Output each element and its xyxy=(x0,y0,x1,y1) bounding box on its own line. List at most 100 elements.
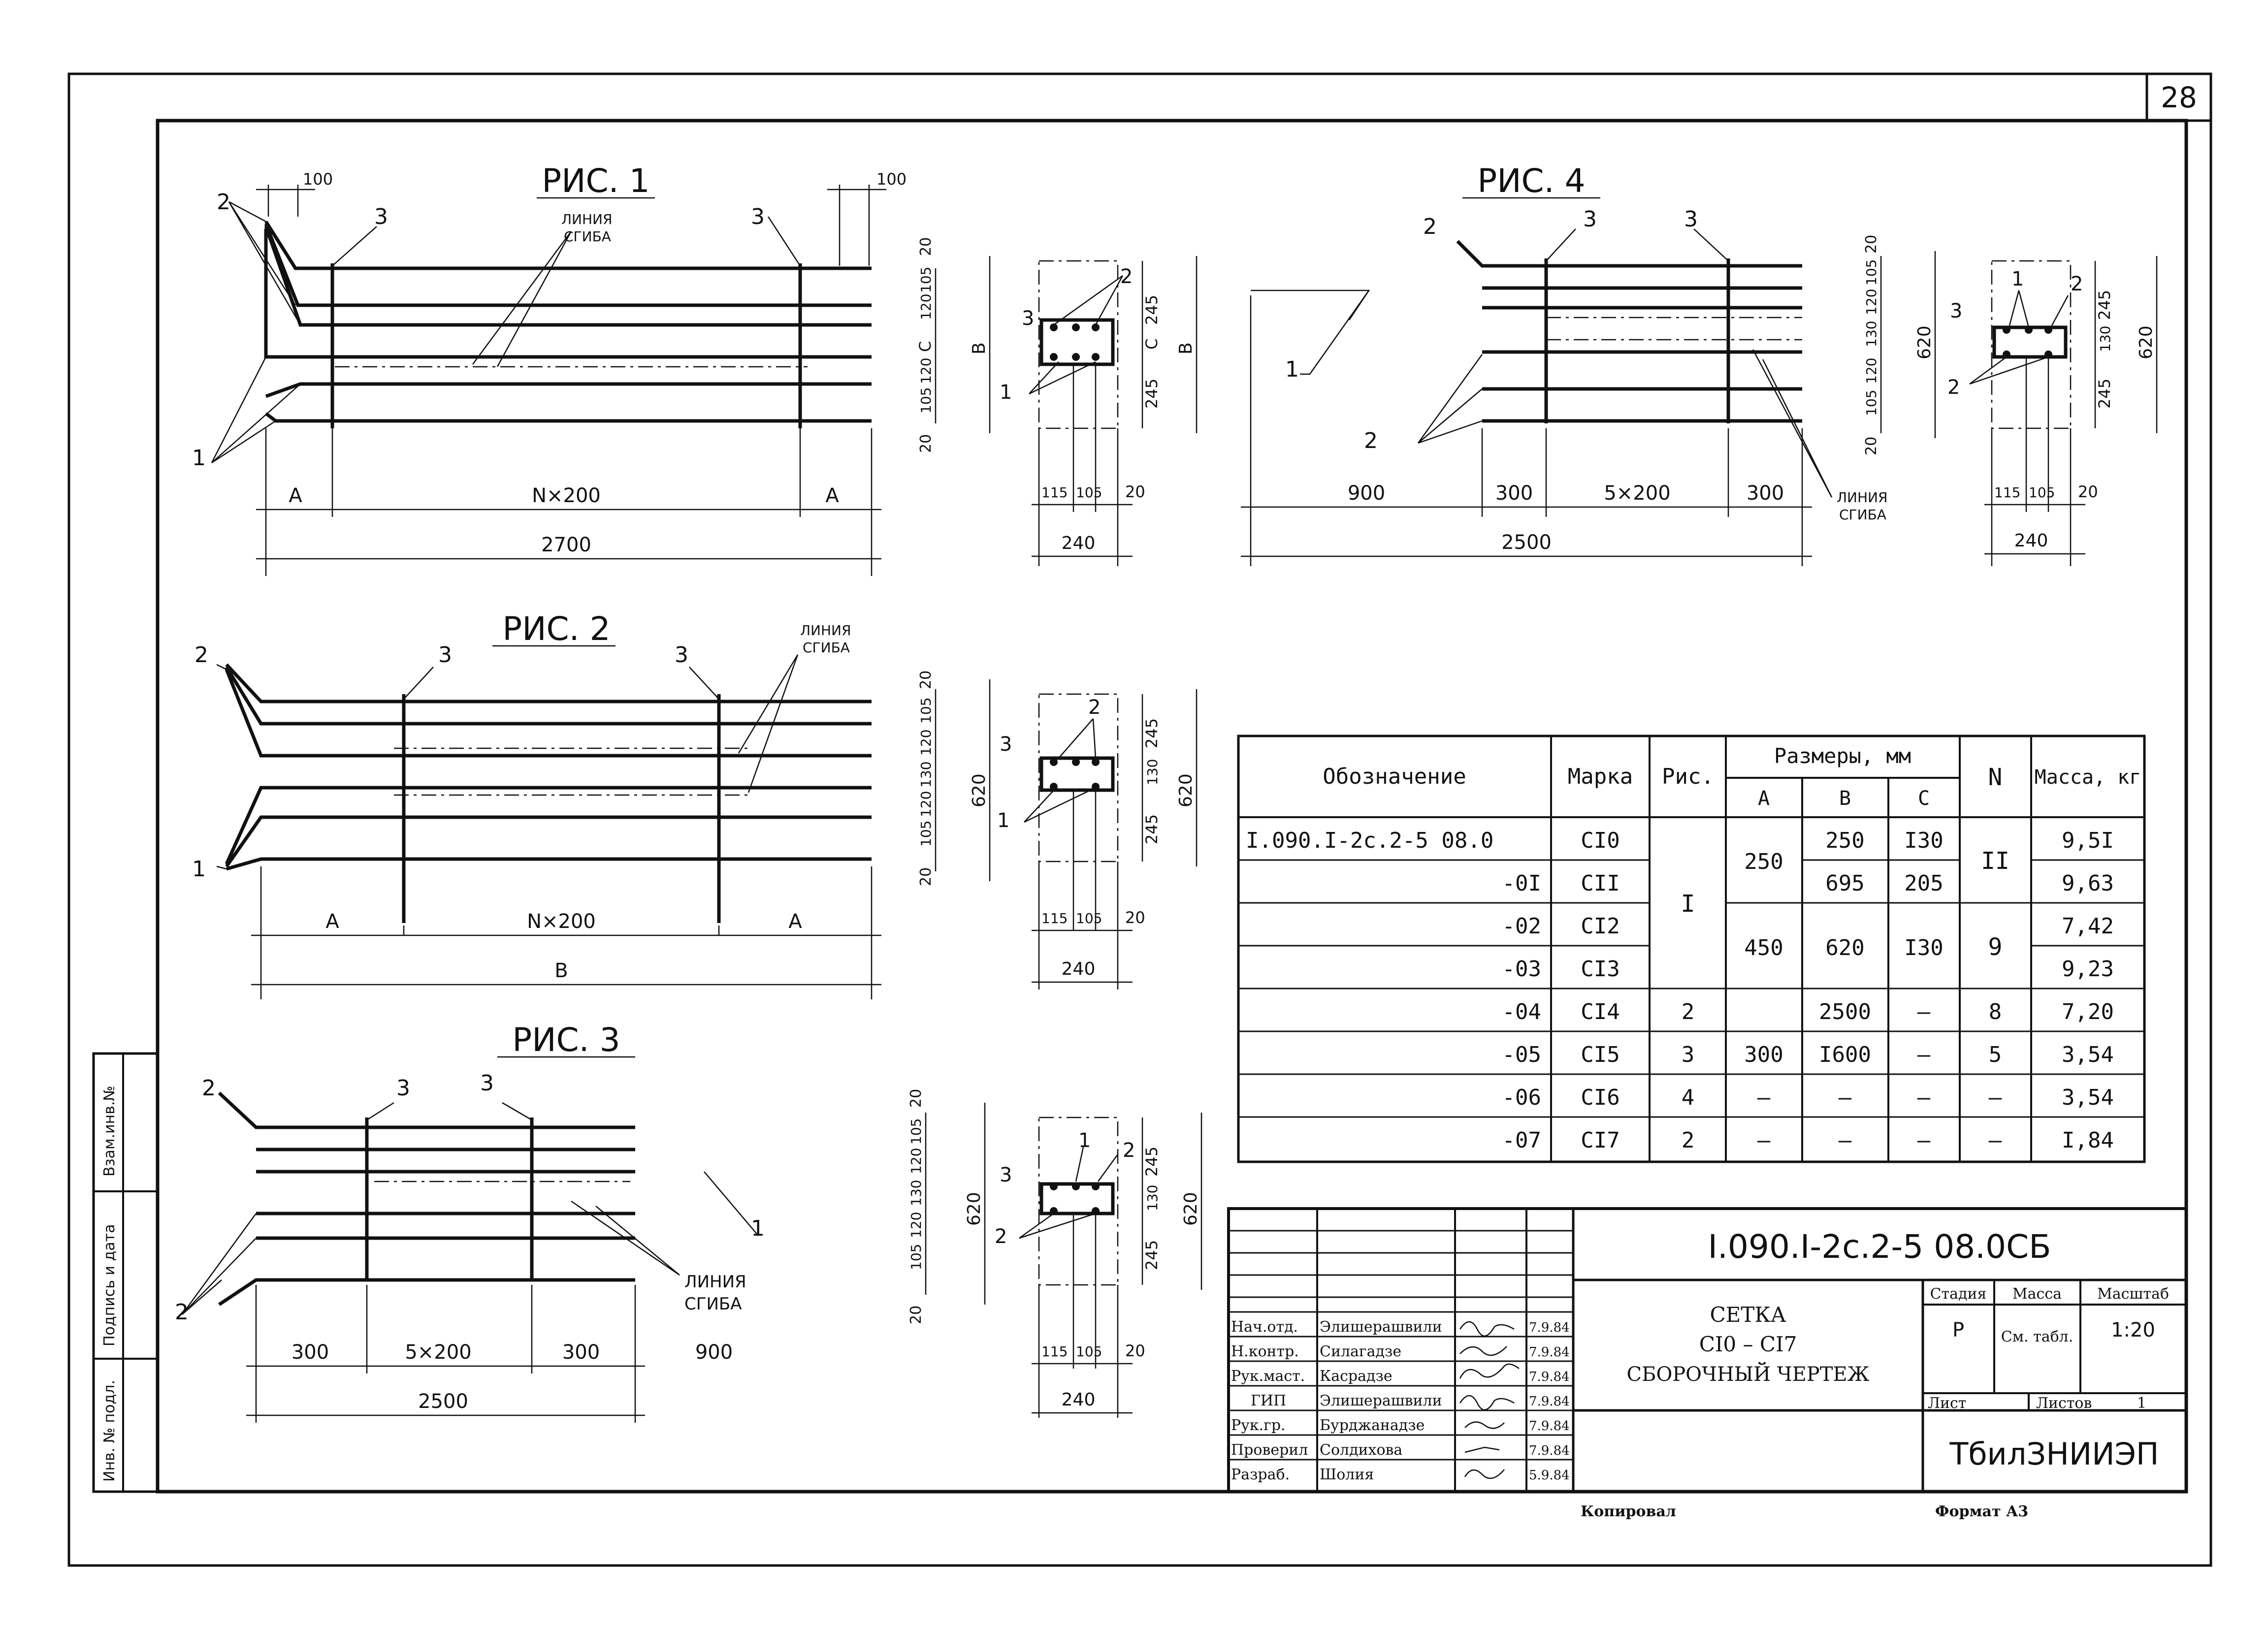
spec-merged-c-130: I30 xyxy=(1904,935,1943,960)
spec-row-0-c: I30 xyxy=(1904,828,1943,853)
spec-row-2-designation: -02 xyxy=(1502,914,1541,939)
spec-row-5-n: 5 xyxy=(1989,1042,2002,1067)
fig1-bend-1: ЛИНИЯ xyxy=(561,211,612,227)
fig1-sec-right-c: C xyxy=(1142,339,1161,350)
fig3-marker-1: 1 xyxy=(751,1216,765,1241)
fig4-side-20a: 20 xyxy=(1863,235,1880,254)
fig3-sec-marker-3: 3 xyxy=(1000,1164,1012,1186)
fig4-side-120b: 120 xyxy=(1863,358,1879,384)
fig2-side-105b: 105 xyxy=(918,821,934,847)
figure-3-title: РИС. 3 xyxy=(512,1021,620,1059)
spec-row-2-mass: 7,42 xyxy=(2062,914,2114,939)
fig1-side-105a: 105 xyxy=(918,267,934,293)
side-stamp-inv-original: Инв. № подл. xyxy=(101,1380,118,1482)
fig3-sec-marker-2b: 2 xyxy=(995,1225,1007,1248)
fig2-side-130: 130 xyxy=(918,762,934,788)
spec-header-mass: Масса, кг xyxy=(2035,766,2141,789)
fig3-sec-right-total: 620 xyxy=(1181,1192,1201,1226)
figure-1: РИС. 1 2 1 3 3 ЛИНИЯ СГИБА 100 xyxy=(192,162,1198,576)
fig4-sec-right-245a: 245 xyxy=(2095,290,2114,320)
fig2-side-20a: 20 xyxy=(917,670,935,689)
format-label: Формат А3 xyxy=(1935,1503,2028,1520)
fig4-dim-300b: 300 xyxy=(1747,482,1784,505)
fig3-bend-2: СГИБА xyxy=(684,1294,742,1314)
fig4-sec-bottom-20: 20 xyxy=(2078,482,2098,501)
fig1-sec-marker-2: 2 xyxy=(1120,265,1133,288)
fig4-side-130: 130 xyxy=(1863,321,1879,347)
fig3-marker-2b: 2 xyxy=(175,1300,189,1325)
signature-name-0: Элишерашвили xyxy=(1320,1318,1442,1336)
fig1-side-120a: 120 xyxy=(918,294,934,320)
fig2-sec-marker-1: 1 xyxy=(997,809,1009,832)
figure-1-title: РИС. 1 xyxy=(542,162,649,200)
signature-role-5: Проверил xyxy=(1231,1441,1308,1459)
fig4-sec-bottom-115: 115 xyxy=(1994,484,2020,501)
signature-role-3: ГИП xyxy=(1251,1392,1286,1409)
fig1-sec-marker-1: 1 xyxy=(1000,381,1012,404)
fig1-sec-bottom-115: 115 xyxy=(1041,484,1068,501)
fig4-sec-right-130: 130 xyxy=(2097,326,2113,352)
spec-row-1-c: 205 xyxy=(1904,871,1943,896)
spec-row-0-mass: 9,5I xyxy=(2062,828,2114,853)
fig3-sec-marker-2a: 2 xyxy=(1123,1139,1135,1162)
fig4-marker-3b: 3 xyxy=(1684,207,1698,232)
title-block-org: ТбилЗНИИЭП xyxy=(1949,1436,2159,1472)
fig4-sec-width: 240 xyxy=(2014,531,2048,551)
spec-row-7-a: – xyxy=(1757,1128,1771,1153)
fig2-sec-width: 240 xyxy=(1062,959,1096,979)
fig2-bend-1: ЛИНИЯ xyxy=(800,622,851,638)
fig2-sec-right-245b: 245 xyxy=(1142,814,1161,844)
spec-row-6-mass: 3,54 xyxy=(2062,1085,2114,1110)
fig3-side-130: 130 xyxy=(908,1180,924,1206)
spec-row-5-b: I600 xyxy=(1819,1042,1871,1067)
side-stamp-sign-date: Подпись и дата xyxy=(101,1224,118,1347)
title-block-mass-label: Масса xyxy=(2012,1285,2062,1303)
figure-2-title: РИС. 2 xyxy=(502,610,610,648)
title-block-stage-label: Стадия xyxy=(1930,1285,1987,1303)
spec-merged-a-250: 250 xyxy=(1744,849,1783,874)
fig4-sec-marker-3: 3 xyxy=(1950,300,1962,322)
fig3-dim-900: 900 xyxy=(695,1341,733,1364)
spec-row-6-mark: CI6 xyxy=(1581,1085,1620,1110)
fig4-sec-right-total: 620 xyxy=(2136,325,2156,359)
spec-row-6-c: – xyxy=(1917,1085,1931,1110)
sheet-number-box xyxy=(2145,72,2212,122)
spec-row-6-designation: -06 xyxy=(1502,1085,1541,1110)
spec-row-7-designation: -07 xyxy=(1502,1128,1541,1153)
fig1-marker-3a: 3 xyxy=(374,204,388,229)
fig1-side-20b: 20 xyxy=(917,434,935,453)
fig2-total: B xyxy=(554,959,568,982)
spec-header-c: C xyxy=(1918,787,1930,810)
fig2-marker-3b: 3 xyxy=(675,642,688,668)
spec-row-4-mark: CI4 xyxy=(1581,999,1620,1024)
title-block-name-1: СЕТКА xyxy=(1710,1303,1786,1327)
fig2-side-20b: 20 xyxy=(917,867,935,886)
fig1-top-dim-2: 100 xyxy=(876,170,907,189)
spec-row-6-a: – xyxy=(1757,1085,1771,1110)
fig2-sec-marker-2: 2 xyxy=(1088,696,1101,719)
spec-row-2-mark: CI2 xyxy=(1581,914,1620,939)
spec-row-7-mass: I,84 xyxy=(2062,1128,2114,1153)
fig3-total: 2500 xyxy=(418,1390,468,1413)
spec-row-5-mass: 3,54 xyxy=(2062,1042,2114,1067)
fig2-sec-right-130: 130 xyxy=(1144,759,1161,785)
fig4-side-105a: 105 xyxy=(1863,259,1879,286)
fig4-marker-2a: 2 xyxy=(1423,214,1437,239)
title-block-stage: Р xyxy=(1952,1319,1964,1341)
fig3-sec-bottom-20: 20 xyxy=(1125,1341,1145,1360)
fig3-side-120b: 120 xyxy=(908,1212,924,1238)
fig4-dim-900: 900 xyxy=(1348,482,1385,505)
spec-row-3-mark: CI3 xyxy=(1581,957,1620,982)
fig3-marker-3a: 3 xyxy=(396,1076,410,1101)
fig1-dim-a1: A xyxy=(289,484,302,507)
fig3-side-20b: 20 xyxy=(907,1306,925,1324)
fig1-marker-1: 1 xyxy=(192,446,206,471)
fig3-sec-marker-1: 1 xyxy=(1078,1129,1091,1152)
fig3-dim-5x200: 5×200 xyxy=(405,1341,471,1364)
fig3-sec-bottom-105: 105 xyxy=(1076,1343,1102,1360)
title-block-sheets-label: Листов xyxy=(2036,1395,2092,1412)
signature-date-1: 7.9.84 xyxy=(1529,1345,1570,1360)
spec-header-designation: Обозначение xyxy=(1323,764,1466,789)
fig4-side-total: 620 xyxy=(1914,325,1935,359)
